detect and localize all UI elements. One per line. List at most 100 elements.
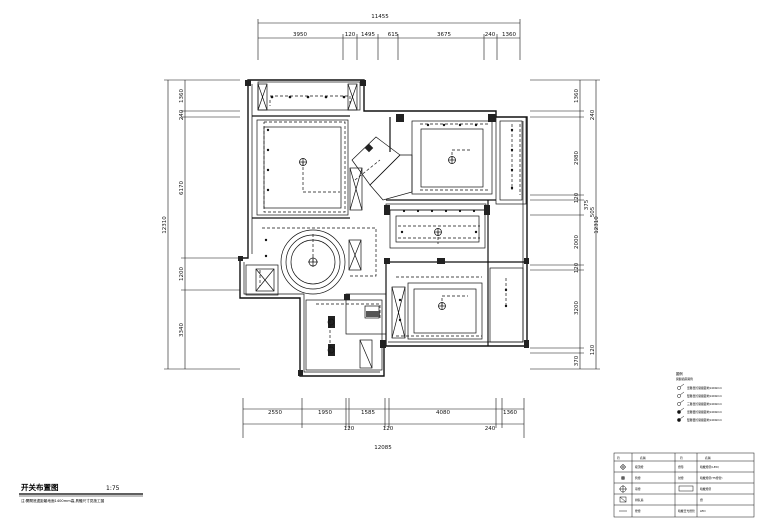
legend-subheading: 開關插座圖例: [676, 377, 693, 381]
legend-item: 單聯單控開關距地1400mm: [687, 386, 722, 390]
dining-round-ceiling: [280, 229, 346, 295]
structural-columns: [238, 80, 529, 376]
drawing-title: 开关布置图: [21, 482, 59, 492]
ceiling-light-icon: [434, 228, 442, 236]
pendant-light-icon: [619, 485, 627, 493]
table-cell: 射燈: [678, 476, 684, 480]
left-dim-segment: 1200: [179, 267, 185, 281]
wardrobe-cabinet: [257, 83, 268, 111]
ceiling-light-icon: [438, 302, 446, 310]
left-small-room: [245, 264, 279, 296]
table-cell: LED: [700, 509, 705, 513]
ceiling-lights: [299, 156, 456, 354]
bottom-dim-small: 120: [344, 426, 355, 432]
right-dimension-chain: [530, 79, 600, 370]
right-dim-segment: 1360: [574, 89, 580, 103]
downlight-icon: [620, 475, 626, 481]
right-dim-segment: 2000: [574, 235, 580, 249]
table-cell: 筒燈: [635, 476, 641, 480]
right-total-dimension: 12310: [594, 216, 600, 234]
table-cell: 暗藏燈帶: [700, 487, 711, 491]
ceiling-light-icon: [620, 464, 626, 470]
left-dim-segment: 6170: [179, 181, 185, 195]
legend-item: 三聯單控開關距地1400mm: [687, 402, 722, 406]
table-cell: 暗藏日光燈管: [678, 509, 695, 513]
switch-legend: 圖例 開關插座圖例 單聯單控開關距地1400mm 雙聯單控開關距地1400mm …: [676, 371, 722, 422]
table-cell: 吊燈: [635, 487, 641, 491]
left-dimension-chain: [164, 79, 240, 370]
right-dim-small: 375: [584, 199, 590, 210]
right-dim-segment: 370: [574, 355, 580, 366]
floor-plan: [239, 79, 528, 377]
left-total-dimension: 12310: [162, 216, 168, 234]
table-cell: 暗藏燈帶(LED): [700, 465, 719, 469]
right-dim-segment: 3200: [574, 301, 580, 315]
symbol-table: [613, 452, 755, 518]
legend-heading: 圖例: [676, 371, 683, 376]
ceiling-light-icon: [308, 257, 318, 267]
wardrobe-right: [495, 116, 527, 205]
corridor-cabinet: [349, 167, 363, 211]
top-dim-segment: 3950: [293, 32, 307, 38]
bedroom-1-ceiling-inner: [263, 126, 342, 209]
right-dim-segment: 120: [590, 344, 596, 355]
double-dual-control-switch-icon: [677, 415, 685, 422]
top-dim-segment: 120: [345, 32, 356, 38]
bedroom-2-ceiling-inner: [420, 128, 484, 188]
ceiling-light-icon: [327, 346, 335, 354]
drawing-scale: 1:75: [106, 485, 120, 492]
table-cell: 排氣扇: [635, 498, 644, 502]
bottom-dim-segment: 1360: [503, 410, 517, 416]
top-total-dimension: 11455: [371, 14, 389, 20]
left-dim-segment: 240: [179, 109, 185, 120]
right-dim-segment: 505: [590, 206, 596, 217]
dining-sideboard: [348, 239, 362, 271]
legend-item: 雙聯雙控開關距地1400mm: [687, 418, 722, 422]
double-switch-icon: [677, 391, 685, 398]
switch-wiring: [259, 95, 521, 352]
bottom-dim-segment: 4080: [436, 410, 450, 416]
table-cell: 燈帶: [678, 465, 684, 469]
top-dim-segment: 1495: [361, 32, 375, 38]
table-swatch: [678, 485, 694, 492]
single-switch-icon: [677, 383, 685, 390]
kitchen-area: [305, 299, 383, 371]
right-dim-segment: 120: [574, 262, 580, 273]
legend-item: 雙聯單控開關距地1400mm: [687, 394, 722, 398]
downlights: [264, 95, 514, 322]
table-header: 名稱: [705, 456, 711, 460]
ceiling-light-icon: [448, 156, 456, 164]
right-dim-segment: 240: [590, 109, 596, 120]
ceiling-light-icon: [327, 318, 335, 326]
master-wardrobe: [391, 286, 406, 339]
table-header: 符: [617, 456, 620, 460]
triple-switch-icon: [677, 399, 685, 406]
top-dim-segment: 615: [388, 32, 399, 38]
left-dim-segment: 1360: [179, 89, 185, 103]
wardrobe-cabinet: [347, 83, 358, 111]
table-cell: 壁燈: [635, 509, 641, 513]
right-dim-segment: 2980: [574, 151, 580, 165]
bath-fixture: [359, 339, 373, 369]
bottom-dimension-chain: [242, 398, 525, 438]
bottom-dim-small: 120: [383, 426, 394, 432]
table-cell: 燈: [700, 498, 703, 502]
dual-control-switch-icon: [677, 407, 685, 414]
exhaust-fan-icon: [619, 496, 627, 503]
living-room-upper-strip: [385, 203, 487, 211]
bottom-dim-segment: 1950: [318, 410, 332, 416]
top-dim-segment: 240: [485, 32, 496, 38]
table-cell: 暗藏燈帶(T5燈管): [700, 476, 722, 480]
left-dim-segment: 3340: [179, 323, 185, 337]
table-header: 符: [680, 456, 683, 460]
drawing-subtitle: 注:開關底邊距離地面1400mm高,具體尺寸見施工圖: [21, 498, 105, 503]
top-dimension-chain: [257, 19, 521, 60]
master-bedroom-ceiling: [407, 282, 483, 340]
table-header: 名稱: [640, 456, 646, 460]
bottom-dim-segment: 2550: [268, 410, 282, 416]
bottom-dim-segment: 1585: [361, 410, 375, 416]
top-dim-segment: 3675: [437, 32, 451, 38]
right-dim-segment: 120: [574, 192, 580, 203]
bedroom-1-ceiling: [256, 119, 349, 216]
